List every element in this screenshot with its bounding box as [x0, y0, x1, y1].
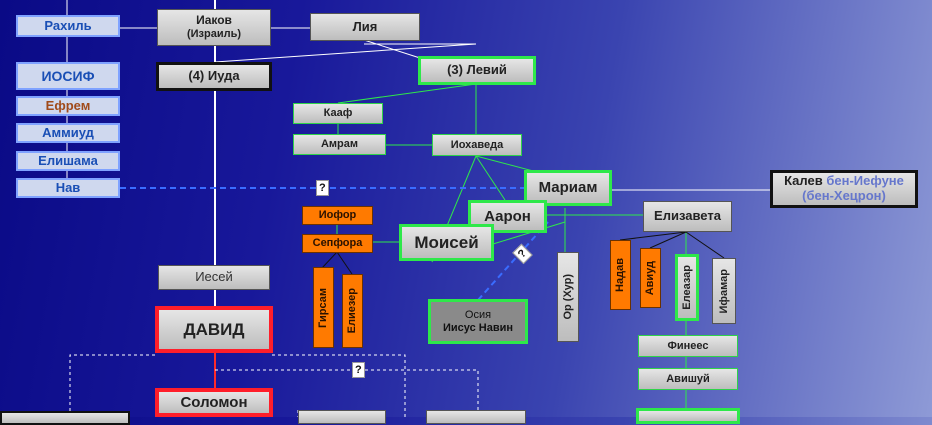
node-or-hur: Ор (Хур) [557, 252, 579, 342]
node-partial-bottom-mid2 [426, 410, 526, 424]
node-iofor: Иофор [302, 206, 373, 225]
node-sepfora: Сепфора [302, 234, 373, 253]
node-aviud: Авиуд [640, 248, 661, 308]
node-iuda: (4) Иуда [156, 62, 272, 91]
node-elishama: Елишама [16, 151, 120, 171]
node-partial-bottom-right [636, 408, 740, 424]
node-eliezer: Елиезер [342, 274, 363, 348]
node-amram: Амрам [293, 134, 386, 155]
question-mark-nav: ? [316, 180, 329, 196]
node-efrem: Ефрем [16, 96, 120, 116]
node-partial-bottom-mid1 [298, 410, 386, 424]
node-aaron: Аарон [468, 200, 547, 233]
node-partial-bottom-left [0, 411, 130, 425]
node-rahil: Рахиль [16, 15, 120, 37]
node-iakov: Иаков (Израиль) [157, 9, 271, 46]
node-kalev: Калев бен-Иефуне (бен-Хецрон) [770, 170, 918, 208]
node-iessey: Иесей [158, 265, 270, 290]
node-kaaf: Кааф [293, 103, 383, 124]
node-ifamar: Ифамар [712, 258, 736, 324]
node-elizaveta: Елизавета [643, 201, 732, 232]
node-iohaveda: Иохаведа [432, 134, 522, 156]
node-liya: Лия [310, 13, 420, 41]
node-osiya-iisus: Осия Иисус Навин [428, 299, 528, 344]
node-avishuy: Авишуй [638, 368, 738, 390]
node-solomon: Соломон [155, 388, 273, 417]
node-ammiud: Аммиуд [16, 123, 120, 143]
node-finees: Финеес [638, 335, 738, 357]
node-nav: Нав [16, 178, 120, 198]
node-moisey: Моисей [399, 224, 494, 261]
node-mariam: Мариам [524, 170, 612, 206]
node-gersam: Гирсам [313, 267, 334, 348]
node-leviy: (3) Левий [418, 56, 536, 85]
node-iosif: ИОСИФ [16, 62, 120, 90]
question-mark-david: ? [352, 362, 365, 378]
node-eleazar: Елеазар [675, 254, 699, 321]
node-david: ДАВИД [155, 306, 273, 353]
node-nadav: Надав [610, 240, 631, 310]
